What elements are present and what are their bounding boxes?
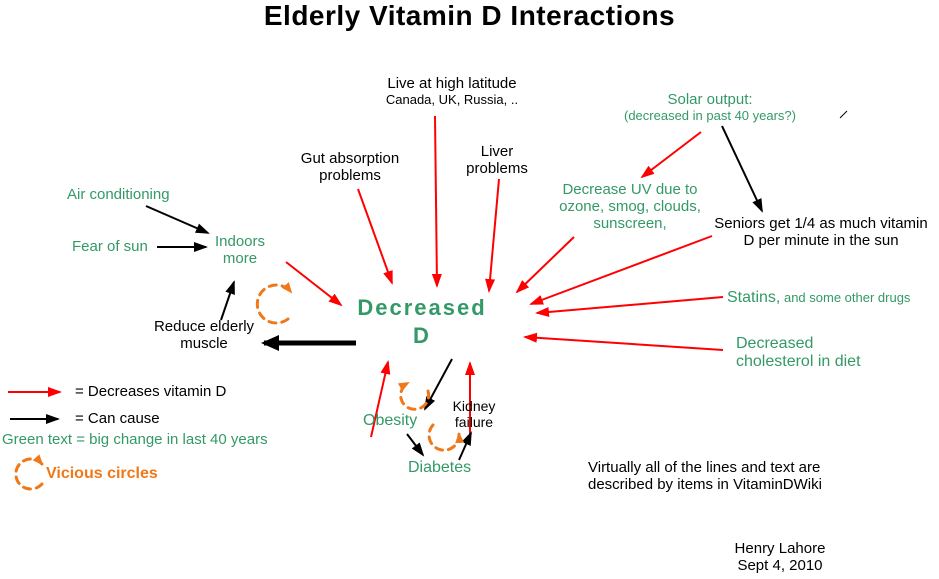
node-decreased-cholesterol: Decreased cholesterol in diet [736, 335, 861, 371]
node-live-high-latitude-line1: Live at high latitude [387, 75, 517, 92]
red-arrow-latitude-to-d [431, 115, 442, 288]
black-arrow-muscle-to-indoors [220, 280, 235, 321]
red-arrow-solar-to-uv [640, 131, 702, 179]
node-decreased-d-line2: D [413, 322, 431, 348]
node-decreased-cholesterol-line2: cholesterol in diet [736, 353, 861, 371]
red-arrow-cholesterol-to-d [523, 332, 724, 351]
author-credit: Henry Lahore Sept 4, 2010 [720, 540, 840, 575]
node-decrease-uv-line3: sunscreen, [593, 214, 667, 232]
red-arrow-statins-to-d [535, 296, 724, 317]
node-indoors-more-line1: Indoors [214, 233, 266, 250]
legend-green-text-label: Green text = big change in last 40 years [2, 431, 268, 448]
vicious-circle-indoors-icon [255, 282, 293, 325]
node-live-high-latitude-line2: Canada, UK, Russia, .. [385, 91, 519, 107]
node-decreased-cholesterol-line1: Decreased [736, 335, 814, 352]
node-solar-output-line2: (decreased in past 40 years?) [624, 107, 796, 123]
stray-mark [839, 110, 848, 119]
red-arrow-obesity-to-d [370, 360, 391, 438]
wiki-note-line2: described by items in VitaminDWiki [588, 475, 822, 493]
node-reduce-elderly-muscle-line2: muscle [180, 334, 228, 352]
red-arrow-uv-to-d [515, 236, 575, 294]
node-kidney-failure-line1: Kidney [452, 398, 496, 414]
black-arrow-solar-to-seniors [721, 125, 763, 213]
node-decreased-d: Decreased D [347, 294, 497, 349]
node-gut-absorption-line2: problems [319, 166, 381, 184]
node-liver-problems-line1: Liver [480, 143, 514, 160]
red-arrow-liver-to-d [485, 178, 500, 293]
node-indoors-more-line2: more [222, 249, 258, 267]
node-indoors-more: Indoors more [200, 233, 280, 268]
node-live-high-latitude: Live at high latitude Canada, UK, Russia… [352, 75, 552, 108]
wiki-note-line1: Virtually all of the lines and text are [588, 459, 821, 476]
node-decrease-uv: Decrease UV due to ozone, smog, clouds, … [545, 181, 715, 233]
node-decreased-d-line1: Decreased [357, 295, 487, 320]
node-solar-output-line1: Solar output: [667, 91, 753, 108]
author-date: Sept 4, 2010 [737, 556, 823, 574]
node-seniors-quarter-line1: Seniors get 1/4 as much vitamin [714, 215, 928, 232]
node-statins: Statins, and some other drugs [727, 289, 910, 307]
node-air-conditioning: Air conditioning [67, 186, 170, 203]
node-statins-main: Statins, [727, 289, 781, 306]
node-decrease-uv-line1: Decrease UV due to [562, 181, 698, 198]
node-obesity: Obesity [363, 412, 418, 429]
node-kidney-failure: Kidney failure [444, 398, 504, 431]
node-reduce-elderly-muscle-line1: Reduce elderly [153, 318, 255, 335]
black-arrow-d-to-diabetes [424, 358, 453, 411]
vicious-circle-obesity-icon [397, 381, 431, 411]
node-gut-absorption-line1: Gut absorption [300, 150, 400, 167]
black-arrow-diabetes-to-kidney [458, 431, 472, 461]
wiki-note: Virtually all of the lines and text are … [588, 459, 822, 494]
legend-vicious-circles-label: Vicious circles [46, 465, 158, 482]
black-arrow-obesity-to-diabetes [406, 433, 425, 457]
vicious-circle-diabetes-icon [427, 423, 465, 452]
legend-red-arrow-label: = Decreases vitamin D [75, 383, 227, 400]
node-seniors-quarter-line2: D per minute in the sun [743, 231, 899, 249]
node-reduce-elderly-muscle: Reduce elderly muscle [144, 318, 264, 353]
node-statins-sub: and some other drugs [780, 290, 911, 305]
node-decrease-uv-line2: ozone, smog, clouds, [559, 197, 701, 215]
node-gut-absorption: Gut absorption problems [290, 150, 410, 185]
red-arrow-seniors-to-d [529, 235, 713, 305]
node-solar-output: Solar output: (decreased in past 40 year… [600, 91, 820, 124]
node-liver-problems: Liver problems [447, 143, 547, 178]
node-diabetes: Diabetes [408, 459, 472, 476]
red-arrow-gut-to-d [357, 188, 393, 285]
node-fear-of-sun: Fear of sun [72, 238, 148, 255]
node-seniors-quarter: Seniors get 1/4 as much vitamin D per mi… [703, 215, 939, 250]
node-liver-problems-line2: problems [466, 159, 528, 177]
legend-vicious-circle-icon [14, 454, 44, 491]
author-name: Henry Lahore [734, 540, 826, 557]
node-kidney-failure-line2: failure [454, 413, 494, 430]
black-arrow-aircon-to-indoors [145, 205, 210, 234]
legend-black-arrow-label: = Can cause [75, 410, 160, 427]
red-arrow-indoors-to-d [285, 261, 343, 307]
page-title: Elderly Vitamin D Interactions [263, 0, 676, 31]
